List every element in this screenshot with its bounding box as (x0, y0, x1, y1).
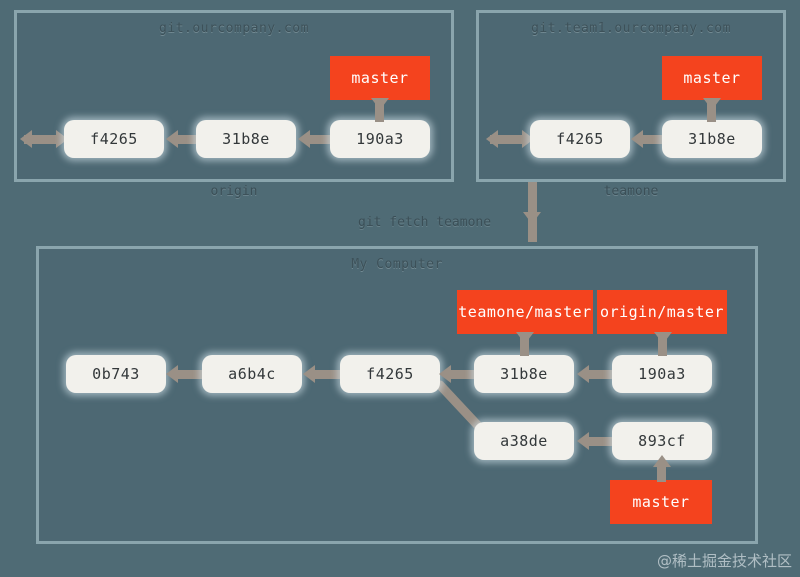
arrow-local-c4-c5 (586, 370, 614, 379)
arrow-head-local-c3-c4 (439, 365, 451, 383)
commit-origin-31b8e: 31b8e (196, 120, 296, 158)
ref-local-master: master (610, 480, 712, 524)
arrow-head-teamone-master (703, 98, 721, 110)
commit-local-a38de: a38de (474, 422, 574, 460)
arrow-head-origin-master-local (654, 332, 672, 344)
ref-teamone-master-local: teamone/master (457, 290, 593, 334)
arrow-head-origin-c2-c3 (298, 130, 310, 148)
commit-local-f4265: f4265 (340, 355, 440, 393)
arrow-local-c6-c7 (586, 437, 614, 446)
panel-origin-title: git.ourcompany.com (159, 21, 309, 36)
commit-teamone-31b8e: 31b8e (662, 120, 762, 158)
arrow-head-origin-left-tail (20, 130, 32, 148)
panel-teamone-title: git.team1.ourcompany.com (531, 21, 731, 36)
arrow-head-local-c1-c2 (166, 365, 178, 383)
arrow-head-fetch-teamone (523, 212, 541, 224)
arrow-teamone-c1-c2 (640, 135, 670, 144)
arrow-teamone-master-to-31b8e (707, 100, 716, 122)
commit-local-893cf: 893cf (612, 422, 712, 460)
arrow-head-teamone-left-tail (486, 130, 498, 148)
arrow-local-c1-c2 (176, 370, 206, 379)
panel-my-computer-title: My Computer (351, 257, 443, 272)
arrow-head-origin-c1-c2 (166, 130, 178, 148)
arrow-head-local-c2-c3 (303, 365, 315, 383)
panel-teamone-caption: teamone (603, 184, 659, 199)
arrow-local-c2-c3 (312, 370, 340, 379)
arrow-head-teamone-c1-c2 (631, 130, 643, 148)
arrow-teamone-master-local-to-31b8e (520, 334, 529, 356)
arrow-head-local-c6-c7 (577, 432, 589, 450)
arrow-local-master-to-893cf (657, 462, 666, 482)
arrow-into-teamone-f4265 (490, 135, 526, 144)
arrow-into-origin-f4265 (24, 135, 60, 144)
command-fetch-teamone: git fetch teamone (358, 215, 492, 230)
ref-teamone-master: master (662, 56, 762, 100)
watermark: @稀土掘金技术社区 (656, 552, 792, 570)
arrow-head-origin-master (371, 98, 389, 110)
arrow-head-local-master (653, 455, 671, 467)
commit-local-0b743: 0b743 (66, 355, 166, 393)
commit-origin-f4265: f4265 (64, 120, 164, 158)
arrow-origin-master-local-to-190a3 (658, 334, 667, 356)
arrow-origin-master-to-190a3 (375, 100, 384, 122)
arrow-head-teamone-master-local (516, 332, 534, 344)
arrow-origin-c2-c3 (308, 135, 338, 144)
panel-origin-caption: origin (210, 184, 258, 199)
arrow-origin-c1-c2 (176, 135, 206, 144)
commit-local-190a3: 190a3 (612, 355, 712, 393)
commit-local-a6b4c: a6b4c (202, 355, 302, 393)
commit-local-31b8e: 31b8e (474, 355, 574, 393)
commit-teamone-f4265: f4265 (530, 120, 630, 158)
commit-origin-190a3: 190a3 (330, 120, 430, 158)
arrow-local-c3-c4 (448, 370, 478, 379)
arrow-head-local-c4-c5 (577, 365, 589, 383)
ref-origin-master: master (330, 56, 430, 100)
ref-origin-master-local: origin/master (597, 290, 727, 334)
